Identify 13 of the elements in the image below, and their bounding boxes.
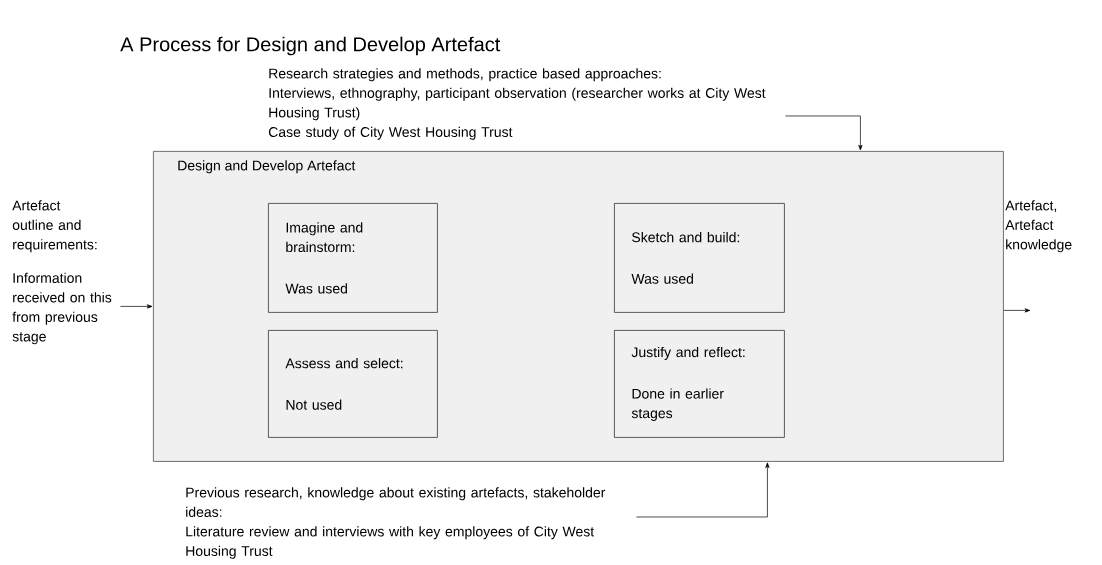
title: A Process for Design and Develop Artefact: [120, 36, 501, 56]
output-text: Artefact, Artefact knowledge: [1005, 200, 1072, 253]
arrow: [785, 115, 863, 151]
arrow: [120, 304, 153, 309]
activity-box: Assess and select: Not used: [268, 330, 438, 438]
input-text: Research strategies and methods, practice based approaches: Interviews, ethnography, participant observation (researcher works at City West Housing Trust) Case study of City West Housing Trust: [268, 68, 766, 140]
arrow: [1003, 308, 1031, 313]
activity-box: Imagine and brainstorm: Was used: [268, 203, 438, 313]
activity-box: Justify and reflect: Done in earlier stages: [614, 330, 785, 438]
input-text: Artefact outline and requirements: Information received on this from previous stage: [12, 200, 112, 345]
input-text: Previous research, knowledge about existing artefacts, stakeholder ideas: Literature review and interviews with key employees of City West Housing Trust: [186, 487, 606, 559]
arrow: [636, 462, 770, 518]
activity-box: Sketch and build: Was used: [614, 203, 785, 313]
